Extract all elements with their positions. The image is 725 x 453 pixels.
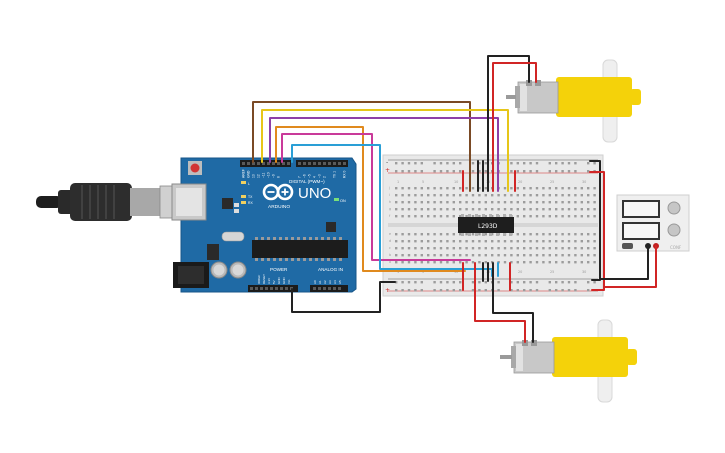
wire-purple[interactable] xyxy=(269,117,499,192)
rail-plus-bottom: + xyxy=(385,287,390,294)
svg-text:d: d xyxy=(389,239,391,243)
digital-header-left[interactable] xyxy=(240,160,291,167)
wire-orange[interactable] xyxy=(275,126,466,272)
wire-rail-bridge-red[interactable] xyxy=(589,171,605,291)
dc-motor-bottom[interactable] xyxy=(500,319,637,403)
svg-text:A3: A3 xyxy=(328,280,332,284)
svg-text:Vin: Vin xyxy=(287,279,291,284)
breadboard-holes xyxy=(395,162,596,292)
svg-text:~5: ~5 xyxy=(308,174,312,178)
svg-text:GND: GND xyxy=(277,277,281,285)
analog-header-label: ANALOG IN xyxy=(318,267,343,272)
svg-text:GND: GND xyxy=(247,170,251,178)
analog-pin-labels: A0 A1 A2 A3 A4 A5 xyxy=(313,280,342,284)
wire-motor-top-black[interactable] xyxy=(487,55,530,192)
svg-text:30: 30 xyxy=(582,270,586,274)
svg-text:i: i xyxy=(389,193,390,197)
svg-text:e: e xyxy=(389,232,391,236)
svg-text:A2: A2 xyxy=(323,280,327,284)
dc-motor-top[interactable] xyxy=(506,59,641,143)
svg-text:A4: A4 xyxy=(333,280,337,284)
wire-yellow[interactable] xyxy=(261,109,509,192)
wire-supply-red[interactable] xyxy=(603,245,657,288)
on-led-label: ON xyxy=(340,199,346,203)
svg-text:12: 12 xyxy=(257,174,261,178)
digital-header-label: DIGITAL (PWM~) xyxy=(289,179,325,184)
l293d-chip[interactable]: L293D xyxy=(458,214,514,236)
svg-text:h: h xyxy=(389,200,391,204)
chip-label: L293D xyxy=(478,223,498,230)
svg-text:5: 5 xyxy=(422,180,424,184)
power-supply-brand: CONF xyxy=(670,245,682,250)
svg-text:25: 25 xyxy=(550,270,554,274)
power-supply[interactable]: CONF xyxy=(616,194,690,252)
svg-text:10: 10 xyxy=(454,180,458,184)
l-led-label: L xyxy=(248,182,250,186)
svg-text:RX 0: RX 0 xyxy=(343,171,347,178)
svg-text:~6: ~6 xyxy=(303,174,307,178)
svg-text:20: 20 xyxy=(518,270,522,274)
svg-text:a: a xyxy=(389,260,391,264)
digital-pin-labels: AREF GND 13 12 ~11 ~10 ~9 8 7 ~6 ~5 4 ~3… xyxy=(242,169,347,178)
wire-motor-bottom-black[interactable] xyxy=(492,262,534,343)
digital-header-right[interactable] xyxy=(296,160,348,167)
svg-text:13: 13 xyxy=(252,174,256,178)
wires xyxy=(252,55,657,343)
wire-gnd-arduino[interactable] xyxy=(291,281,396,313)
svg-text:1: 1 xyxy=(397,180,399,184)
rail-plus-top: + xyxy=(385,167,390,174)
svg-text:7: 7 xyxy=(298,176,302,178)
svg-text:g: g xyxy=(389,207,391,211)
svg-text:GND: GND xyxy=(282,277,286,285)
usb-cable xyxy=(36,183,191,221)
svg-text:A0: A0 xyxy=(313,280,317,284)
svg-text:j: j xyxy=(388,186,390,190)
atmega-chip xyxy=(252,240,348,258)
svg-text:f: f xyxy=(389,214,391,218)
tx-led-label: TX xyxy=(248,195,253,199)
svg-text:A5: A5 xyxy=(338,280,342,284)
reset-button[interactable] xyxy=(190,163,200,173)
svg-text:IOREF: IOREF xyxy=(257,275,261,284)
wire-motor-bottom-red[interactable] xyxy=(474,262,526,343)
svg-text:4: 4 xyxy=(313,176,317,178)
svg-text:30: 30 xyxy=(582,180,586,184)
breadboard-row-labels: j i h g f e d c b a xyxy=(388,186,391,264)
output-switch[interactable] xyxy=(622,243,633,249)
power-pin-labels: IOREF RESET 3.3V 5V GND GND Vin xyxy=(257,274,291,284)
wire-brown[interactable] xyxy=(252,101,471,192)
svg-text:~10: ~10 xyxy=(267,172,271,178)
svg-text:3.3V: 3.3V xyxy=(267,278,271,284)
svg-text:8: 8 xyxy=(277,176,281,178)
voltage-knob[interactable] xyxy=(667,201,681,215)
power-header-label: POWER xyxy=(270,267,288,272)
svg-text:5V: 5V xyxy=(272,280,276,284)
svg-text:RESET: RESET xyxy=(262,274,266,284)
arduino-logo xyxy=(262,183,294,201)
svg-text:2: 2 xyxy=(323,176,327,178)
arduino-model-label: UNO xyxy=(298,185,331,202)
svg-text:25: 25 xyxy=(550,180,554,184)
svg-text:~11: ~11 xyxy=(262,172,266,178)
wire-motor-top-red[interactable] xyxy=(492,62,537,192)
arduino-brand-label: ARDUINO xyxy=(268,204,290,210)
svg-text:b: b xyxy=(389,253,391,257)
current-knob[interactable] xyxy=(667,223,681,237)
svg-text:A1: A1 xyxy=(318,280,322,284)
wire-supply-black[interactable] xyxy=(599,245,649,280)
rail-minus-top: - xyxy=(386,159,388,166)
arduino-uno-board[interactable]: UNO ARDUINO DIGITAL (PWM~) ON TX RX L AR… xyxy=(171,157,357,293)
svg-text:~3: ~3 xyxy=(318,174,322,178)
rx-led-label: RX xyxy=(248,201,253,205)
svg-text:TX 1: TX 1 xyxy=(333,171,337,178)
wire-pink[interactable] xyxy=(281,133,471,261)
svg-text:c: c xyxy=(389,246,391,250)
svg-text:~9: ~9 xyxy=(272,174,276,178)
svg-text:20: 20 xyxy=(518,180,522,184)
svg-text:AREF: AREF xyxy=(242,169,246,178)
wire-rail-bridge-black[interactable] xyxy=(589,160,601,281)
